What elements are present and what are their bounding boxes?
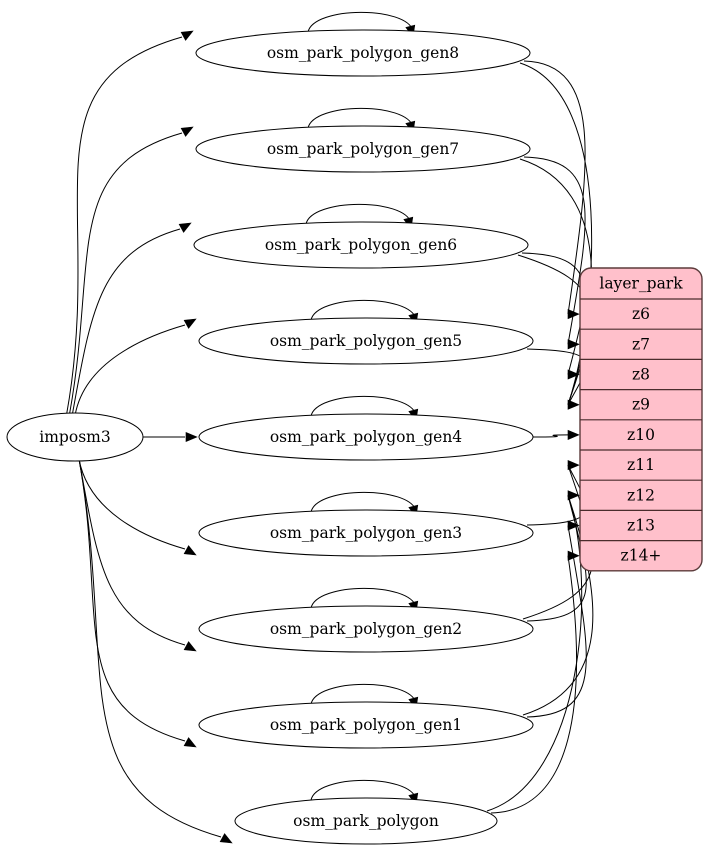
node-imposm3[interactable] bbox=[6, 412, 144, 462]
edge-gen2-to-z12 bbox=[526, 495, 587, 622]
node-osm-park-polygon-gen1[interactable] bbox=[198, 701, 534, 749]
arrow-imposm3-gen7 bbox=[180, 126, 194, 137]
arrow-imposm3-gen4 bbox=[185, 431, 198, 443]
arrow-imposm3-gen1 bbox=[183, 737, 197, 748]
edge-gen7-to-z7 bbox=[523, 156, 586, 345]
edge-extra-gen7-z9 bbox=[519, 158, 593, 405]
table-header-label: layer_park bbox=[599, 275, 683, 293]
arrow-gen7-to-row bbox=[567, 339, 580, 350]
node-osm-park-polygon[interactable] bbox=[234, 797, 498, 845]
self-loop-edge-base bbox=[310, 779, 417, 801]
self-loop-edge-gen1 bbox=[310, 683, 417, 705]
node-label-gen3: osm_park_polygon_gen3 bbox=[270, 524, 462, 542]
table-row-z6[interactable]: z6 bbox=[632, 305, 650, 323]
node-label-base: osm_park_polygon bbox=[293, 812, 439, 830]
edge-imposm3-to-gen2 bbox=[78, 458, 186, 646]
edge-gen1-to-z13 bbox=[526, 525, 587, 718]
node-osm-park-polygon-gen4[interactable] bbox=[198, 413, 534, 461]
node-label-gen8: osm_park_polygon_gen8 bbox=[267, 44, 459, 62]
self-loop-edge-gen6 bbox=[305, 203, 412, 225]
arrow-gen5-to-row bbox=[567, 399, 580, 410]
arrow-imposm3-gen2 bbox=[183, 641, 197, 652]
node-osm-park-polygon-gen8[interactable] bbox=[195, 29, 531, 77]
table-row-z7[interactable]: z7 bbox=[632, 335, 650, 353]
node-osm-park-polygon-gen6[interactable] bbox=[193, 221, 529, 269]
edge-extra-base-z12 bbox=[486, 495, 583, 812]
node-osm-park-polygon-gen7[interactable] bbox=[195, 125, 531, 173]
arrow-imposm3-gen3 bbox=[183, 545, 197, 556]
node-osm-park-polygon-gen5[interactable] bbox=[198, 317, 534, 365]
table-row-z8[interactable]: z8 bbox=[632, 366, 650, 384]
node-label-gen4: osm_park_polygon_gen4 bbox=[270, 428, 462, 446]
node-label-gen2: osm_park_polygon_gen2 bbox=[270, 620, 462, 638]
table-row-z14plus[interactable]: z14+ bbox=[621, 547, 662, 565]
node-osm-park-polygon-gen3[interactable] bbox=[198, 509, 534, 557]
table-row-z13[interactable]: z13 bbox=[627, 517, 655, 535]
edge-imposm3-to-gen7 bbox=[68, 132, 183, 416]
self-loop-edge-gen7 bbox=[307, 107, 414, 129]
edge-imposm3-to-base bbox=[78, 458, 222, 838]
node-imposm3-label: imposm3 bbox=[39, 428, 110, 446]
self-loop-edge-gen3 bbox=[310, 491, 417, 513]
self-loop-edge-gen2 bbox=[310, 587, 417, 609]
node-osm-park-polygon-gen2[interactable] bbox=[198, 605, 534, 653]
table-layer: layer_park z6 z7 z8 z9 z10 z11 z12 z13 z14+ bbox=[579, 267, 703, 572]
arrow-imposm3-gen5 bbox=[183, 318, 197, 329]
edge-gen4-to-z10 bbox=[532, 434, 569, 438]
arrow-gen4-to-row bbox=[567, 429, 580, 440]
edge-extra-gen1-z12 bbox=[522, 495, 594, 716]
node-label-gen6: osm_park_polygon_gen6 bbox=[265, 236, 457, 254]
nodes-layer: imposm3 osm_park_polygon_gen8 osm_park_pol… bbox=[6, 29, 534, 845]
arrow-gen1-to-row bbox=[567, 520, 580, 531]
edge-base-to-z14plus bbox=[490, 555, 577, 814]
edge-extra-gen8-z9 bbox=[519, 62, 593, 405]
arrow-gen3-to-row bbox=[567, 460, 580, 471]
node-label-gen7: osm_park_polygon_gen7 bbox=[267, 140, 459, 158]
arrow-base-to-row bbox=[567, 550, 580, 561]
table-row-z10[interactable]: z10 bbox=[627, 426, 655, 444]
table-row-z11[interactable]: z11 bbox=[627, 456, 655, 474]
table-row-z12[interactable]: z12 bbox=[627, 486, 655, 504]
arrow-imposm3-base bbox=[219, 833, 233, 844]
edge-imposm3-to-gen6 bbox=[71, 228, 181, 416]
edge-imposm3-to-gen5 bbox=[74, 324, 186, 416]
self-loop-edge-gen5 bbox=[310, 299, 417, 321]
self-loop-edge-gen4 bbox=[310, 395, 417, 417]
edge-imposm3-to-gen3 bbox=[78, 458, 186, 550]
arrow-imposm3-gen6 bbox=[178, 222, 192, 233]
edge-gen8-to-z6 bbox=[523, 60, 586, 315]
arrow-gen6-to-row bbox=[567, 369, 580, 380]
edge-imposm3-to-gen8 bbox=[65, 36, 183, 416]
node-label-gen1: osm_park_polygon_gen1 bbox=[270, 716, 462, 734]
node-label-gen5: osm_park_polygon_gen5 bbox=[270, 332, 462, 350]
self-loop-edge-gen8 bbox=[307, 11, 414, 33]
table-row-z9[interactable]: z9 bbox=[632, 396, 650, 414]
arrow-imposm3-gen8 bbox=[180, 30, 194, 41]
